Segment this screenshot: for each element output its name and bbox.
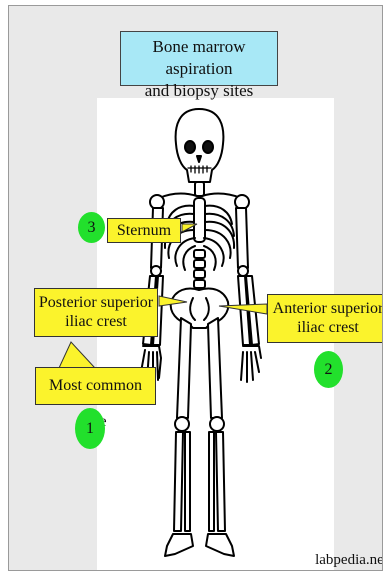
left-clavicle bbox=[159, 194, 197, 198]
posterior-number-badge: 1 bbox=[75, 408, 105, 449]
right-clavicle bbox=[202, 194, 241, 198]
anterior-number-badge: 2 bbox=[314, 351, 343, 388]
left-eye-socket bbox=[185, 141, 195, 153]
sternum-bone bbox=[194, 198, 205, 242]
cervical-spine bbox=[195, 182, 204, 196]
right-hand bbox=[241, 346, 261, 382]
teeth bbox=[188, 166, 211, 173]
right-shoulder bbox=[235, 195, 249, 209]
most-common-site-label: Most common site bbox=[35, 367, 156, 405]
slide: Bone marrow aspiration and biopsy sites … bbox=[8, 5, 383, 571]
left-shoulder bbox=[150, 195, 164, 209]
watermark: labpedia.net bbox=[315, 552, 383, 569]
right-knee bbox=[210, 417, 224, 431]
title-line-1: Bone marrow aspiration bbox=[121, 36, 277, 80]
skeleton-figure bbox=[141, 109, 261, 556]
left-knee bbox=[175, 417, 189, 431]
anterior-label-line-1: Anterior superior bbox=[268, 299, 383, 318]
sternum-label: Sternum bbox=[107, 218, 181, 243]
anterior-superior-iliac-crest-label: Anterior superior iliac crest bbox=[267, 294, 383, 343]
right-femur bbox=[208, 318, 222, 418]
posterior-label-line-2: iliac crest bbox=[35, 312, 157, 331]
title-line-2: and biopsy sites bbox=[121, 80, 277, 102]
sternum-number-badge: 3 bbox=[78, 212, 105, 243]
right-humerus bbox=[236, 208, 248, 268]
right-eye-socket bbox=[203, 141, 213, 153]
right-foot bbox=[206, 534, 234, 556]
title-box: Bone marrow aspiration and biopsy sites bbox=[120, 31, 278, 86]
left-foot bbox=[165, 534, 193, 556]
posterior-superior-iliac-crest-label: Posterior superior iliac crest bbox=[34, 288, 158, 337]
pelvis bbox=[171, 289, 229, 329]
left-lower-leg bbox=[174, 432, 190, 531]
left-femur bbox=[177, 318, 191, 418]
right-lower-leg bbox=[209, 432, 225, 531]
most-common-pointer bbox=[59, 342, 95, 368]
sternum-label-text: Sternum bbox=[108, 219, 180, 242]
posterior-label-line-1: Posterior superior bbox=[35, 293, 157, 312]
anterior-label-line-2: iliac crest bbox=[268, 318, 383, 337]
